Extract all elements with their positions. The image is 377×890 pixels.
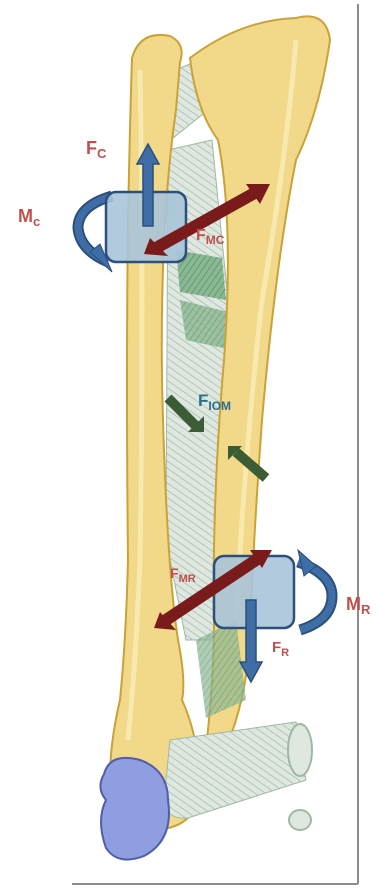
label-mc: Mc xyxy=(18,206,40,229)
ulnar-styloid-cap xyxy=(288,724,312,776)
label-fc: FC xyxy=(86,138,107,161)
ligament-cylinder-bottom xyxy=(289,810,311,830)
label-mr: MR xyxy=(346,594,371,617)
label-fr: FR xyxy=(272,639,289,659)
carpal-joint-icon xyxy=(100,758,169,860)
